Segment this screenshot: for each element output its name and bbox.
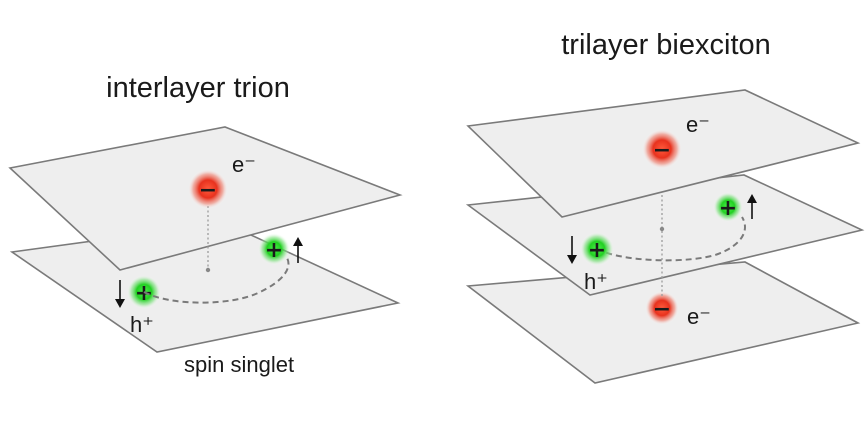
left-hole-1-sign: + (135, 281, 153, 306)
right-bottom-electron-label: e⁻ (687, 304, 711, 329)
right-panel: trilayer biexciton − e⁻ + h⁺ + (465, 29, 865, 384)
left-hole-2-glow (258, 233, 290, 265)
right-hole-2-glow (713, 192, 743, 222)
right-panel-title: trilayer biexciton (561, 29, 771, 61)
left-hole-label: h⁺ (130, 312, 154, 337)
right-top-electron-label: e⁻ (686, 112, 710, 137)
right-bottom-electron-sign: − (653, 297, 671, 322)
left-hole-2-spin-up-arrow (293, 237, 303, 263)
right-orbit-path (596, 216, 746, 262)
right-top-electron-sign: − (653, 138, 671, 163)
right-hole-2-spin-up-arrow (747, 194, 757, 219)
left-orbit-path (143, 255, 290, 304)
right-hole-1-sign: + (588, 238, 606, 263)
right-center-dot (659, 226, 665, 232)
left-center-dot (205, 267, 211, 273)
right-hole-1-spin-down-arrow (567, 236, 577, 264)
right-hole-label: h⁺ (584, 269, 608, 294)
left-hole-1-spin-down-arrow (115, 280, 125, 308)
right-middle-layer (465, 174, 865, 296)
right-bottom-electron-glow (645, 291, 679, 325)
left-electron-label: e⁻ (232, 152, 256, 177)
left-hole-2-sign: + (265, 238, 283, 263)
left-panel-title: interlayer trion (106, 72, 290, 104)
right-hole-2-sign: + (719, 196, 737, 221)
right-top-electron-glow (642, 129, 682, 169)
left-electron-glow (188, 169, 228, 209)
left-caption: spin singlet (184, 352, 294, 377)
left-panel: interlayer trion + h⁺ + − e⁻ spin single… (8, 72, 403, 377)
right-hole-1-glow (580, 232, 614, 266)
left-electron-sign: − (199, 178, 217, 203)
